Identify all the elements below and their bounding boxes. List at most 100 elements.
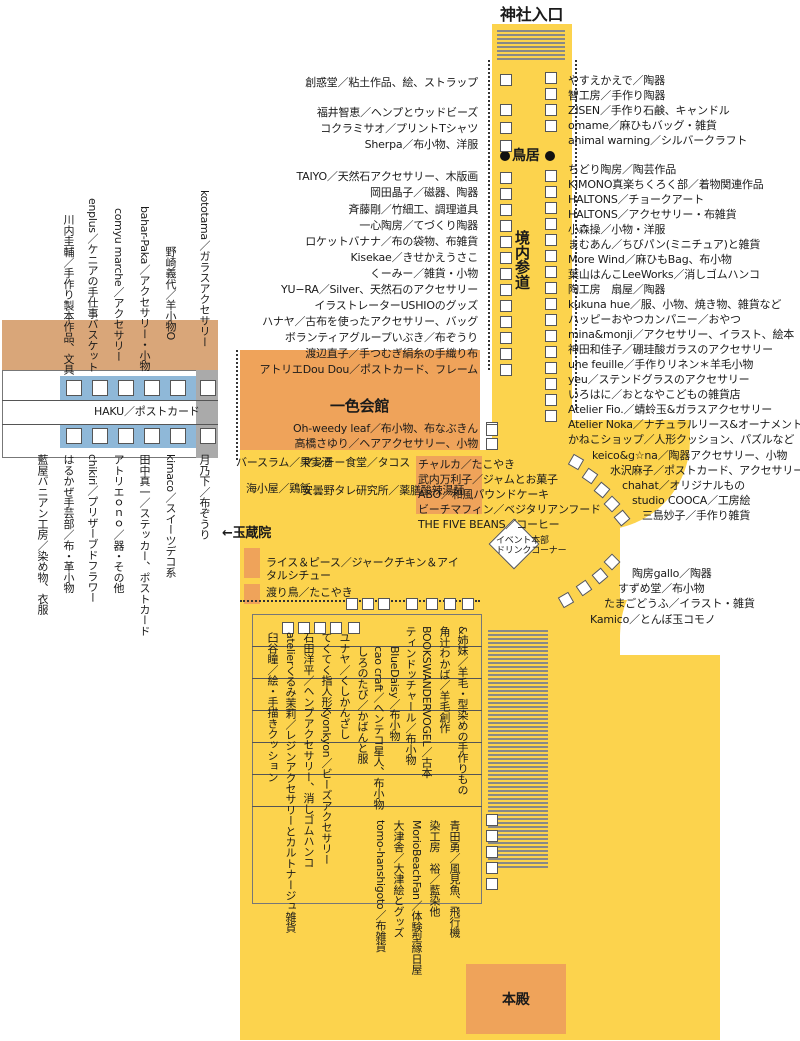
vendor-label: 神田和佳子／硼珪酸ガラスのアクセサリー bbox=[568, 343, 773, 356]
food-label: チャルカ／たこやき bbox=[418, 458, 515, 471]
vendor-label: Atelier Noka／ナチュラルリース&オーナメント bbox=[568, 418, 800, 431]
vendor-label: comyu marche／アクセサリー bbox=[112, 208, 125, 362]
vendor-label: Kamico／とんぼ玉コモノ bbox=[590, 613, 716, 626]
vendor-label: More Wind／麻ひもBag、布小物 bbox=[568, 253, 732, 266]
food-label: 武内万利子／ジャムとお菓子 bbox=[418, 473, 558, 486]
vendor-label: 創惑堂／粘土作品、絵、ストラップ bbox=[305, 76, 478, 89]
vendor-label: 水沢麻子／ポストカード、アクセサリー bbox=[610, 464, 800, 477]
vendor-label: 川内圭輔／手作り製本作品、文具 bbox=[62, 214, 75, 375]
vendor-label: ちどり陶房／陶芸作品 bbox=[568, 163, 676, 176]
food-label: 海小屋／鶏飯 bbox=[246, 482, 311, 495]
vendor-label: 陶工房 扇屋／陶器 bbox=[568, 283, 666, 296]
food-label: マンチー食堂／タコス bbox=[302, 456, 410, 469]
vendor-label: ティンドッチャール／布小物 bbox=[404, 626, 417, 766]
vendor-label: studio COOCA／工房絵 bbox=[632, 494, 751, 507]
vendor-label: 福井智恵／ヘンプとウッドビーズ bbox=[316, 106, 478, 119]
vendor-label: たまごどうふ／イラスト・雑貨 bbox=[604, 597, 755, 610]
torii-label: 鳥居 bbox=[512, 148, 540, 164]
vendor-label: ボランティアグループいぶき／布ぞうり bbox=[284, 331, 478, 344]
honden-block bbox=[466, 964, 566, 1034]
isshiki-hall bbox=[240, 350, 480, 450]
vendor-label: アトリエｏｎｏ／器・その他 bbox=[112, 454, 125, 594]
vendor-label: ロケットバナナ／布の袋物、布雑貨 bbox=[305, 235, 478, 248]
bottom-stall-block bbox=[252, 614, 482, 904]
approach-label: 境内参道 bbox=[513, 230, 531, 289]
vendor-label: KIMONO真楽ちくろく部／着物関連作品 bbox=[568, 178, 764, 191]
vendor-label: enplus／ケニアの手仕事バスケット bbox=[86, 198, 99, 372]
vendor-label: 一心陶房／てづくり陶器 bbox=[359, 219, 478, 232]
vendor-label: 三島妙子／手作り雑貨 bbox=[642, 509, 750, 522]
vendor-label: しろのたび／かばんと服 bbox=[356, 646, 369, 764]
vendor-label: 田中真一／ステッカー、ポストカード bbox=[138, 454, 151, 636]
vendor-label: bahar-Paka／アクセサリー・小物 bbox=[138, 206, 151, 372]
vendor-label: 葉山はんこLeeWorks／消しゴムハンコ bbox=[568, 268, 760, 281]
vendor-label: はるかぜ手芸部／布・革小物 bbox=[62, 454, 75, 594]
vendor-label: chikiri／プリザーブドフラワー bbox=[86, 454, 99, 603]
vendor-label: Oh-weedy leaf／布小物、布なぶきん bbox=[293, 422, 478, 435]
vendor-label: 野崎義代／羊小物O bbox=[164, 246, 177, 340]
left-building bbox=[2, 320, 218, 374]
food-block-2 bbox=[244, 584, 260, 604]
vendor-label: 石田洋平／ヘンプアクセサリー、消しゴムハンコ bbox=[302, 632, 315, 868]
vendor-label: くーみー／雑貨・小物 bbox=[370, 267, 478, 280]
gyokuzoin-label: ←玉蔵院 bbox=[222, 526, 272, 541]
vendor-label: すずめ堂／布小物 bbox=[618, 582, 705, 595]
honden-label: 本殿 bbox=[502, 992, 530, 1008]
vendor-label: 藍屋バニアン工房／染め物、衣服 bbox=[36, 454, 49, 615]
vendor-label: chahat／オリジナルもの bbox=[622, 479, 745, 492]
vendor-label: Sherpa／布小物、洋服 bbox=[364, 138, 479, 151]
vendor-label: ZISEN／手作り石鹸、キャンドル bbox=[568, 104, 730, 117]
vendor-label: kototama／ガラスアクセサリー bbox=[198, 190, 211, 347]
food-label: ABO／和風パウンドケーキ bbox=[418, 488, 549, 501]
torii-right-pillar bbox=[545, 151, 555, 161]
vendor-label: animal warning／シルバークラフト bbox=[568, 134, 748, 147]
vendor-label: BOOKSWANDERVOGEL／古本 bbox=[420, 626, 433, 779]
vendor-label: 岡田晶子／磁器、陶器 bbox=[370, 186, 478, 199]
entrance-steps bbox=[497, 30, 565, 62]
vendor-label: kimaco／スイーツデコ系 bbox=[164, 454, 177, 578]
vendor-label: tomo-hanshigoto／布雑貨 bbox=[374, 820, 387, 953]
vendor-label: まむあん／ちびパン(ミニチュア)と雑貨 bbox=[568, 238, 761, 251]
food-label: ビーチマフィン／ベジタリアンフード bbox=[418, 503, 601, 516]
vendor-label: Kisekae／きせかえうさこ bbox=[350, 251, 479, 264]
vendor-label: イラストレーターUSHIOのグッズ bbox=[314, 299, 478, 312]
vendor-label: mina&monji／アクセサリー、イラスト、絵本 bbox=[568, 328, 795, 341]
food-block-1 bbox=[244, 548, 260, 578]
vendor-label: ハッピーおやつカンパニー／おやつ bbox=[568, 313, 741, 326]
center-steps bbox=[488, 630, 548, 870]
vendor-label: TAIYO／天然石アクセサリー、木版画 bbox=[296, 170, 479, 183]
vendor-label: HALTONS／アクセサリー・布雑貨 bbox=[568, 208, 737, 221]
vendor-label: コクラミサオ／プリントTシャツ bbox=[320, 122, 478, 135]
event-hq-label: イベント本部 ドリンクコーナー bbox=[496, 536, 567, 556]
vendor-label: 小森操／小物・洋服 bbox=[568, 223, 666, 236]
vendor-label: 大津舎／大津絵とグッズ bbox=[392, 820, 405, 938]
vendor-label: 智工房／手作り陶器 bbox=[568, 89, 666, 102]
vendor-label: 月乃下／布ぞうり bbox=[198, 454, 211, 540]
vendor-label: 陶房gallo／陶器 bbox=[632, 567, 712, 580]
vendor-label: une feuille／手作りリネン＊羊毛小物 bbox=[568, 358, 754, 371]
vendor-label: かねこショップ／人形クッション、パズルなど bbox=[568, 433, 795, 446]
vendor-label: omame／麻ひもバッグ・雑貨 bbox=[568, 119, 717, 132]
torii-left-pillar bbox=[500, 151, 510, 161]
vendor-label: BlueDaisy／布小物 bbox=[388, 646, 401, 741]
vendor-label: アトリエDou Dou／ポストカード、フレーム bbox=[259, 363, 479, 376]
vendor-label: &姉妹／羊毛・型染めの手作りもの bbox=[456, 626, 469, 795]
vendor-label: ハナヤ／古布を使ったアクセサリー、バッグ bbox=[262, 315, 478, 328]
vendor-label: cao craft／ヘンテコ星人、布小物 bbox=[372, 646, 385, 810]
vendor-label: 染工房 裕／藍染他 bbox=[428, 820, 441, 917]
vendor-label: keico&g☆na／陶器アクセサリー、小物 bbox=[592, 449, 788, 462]
vendor-label: 臼谷瞳／絵・手描きクッション bbox=[266, 632, 279, 782]
food-label: 安曇野タレ研究所／薬膳酸辣湯麺 bbox=[302, 484, 464, 497]
vendor-label: atelierくるみ茉莉／レジンアクセサリーとカルトナージュ雑貨 bbox=[284, 632, 297, 933]
haku-label: HAKU／ポストカード bbox=[94, 405, 200, 418]
isshiki-hall-label: 一色会館 bbox=[330, 397, 390, 415]
vendor-label: kukuna hue／服、小物、焼き物、雑貨など bbox=[568, 298, 782, 311]
vendor-label: 高橋さゆり／ヘアアクセサリー、小物 bbox=[294, 437, 479, 450]
vendor-label: HALTONS／チョークアート bbox=[568, 193, 704, 206]
shrine-entrance-label: 神社入口 bbox=[500, 5, 564, 24]
vendor-label: 青田勇／風見魚、飛行機 bbox=[448, 820, 461, 938]
vendor-label: ユナヤ／くしかんざし bbox=[338, 632, 351, 740]
food-label: バースラム／果実酒 bbox=[236, 456, 333, 469]
vendor-label: YU−RA／Silver、天然石のアクセサリー bbox=[280, 283, 478, 296]
